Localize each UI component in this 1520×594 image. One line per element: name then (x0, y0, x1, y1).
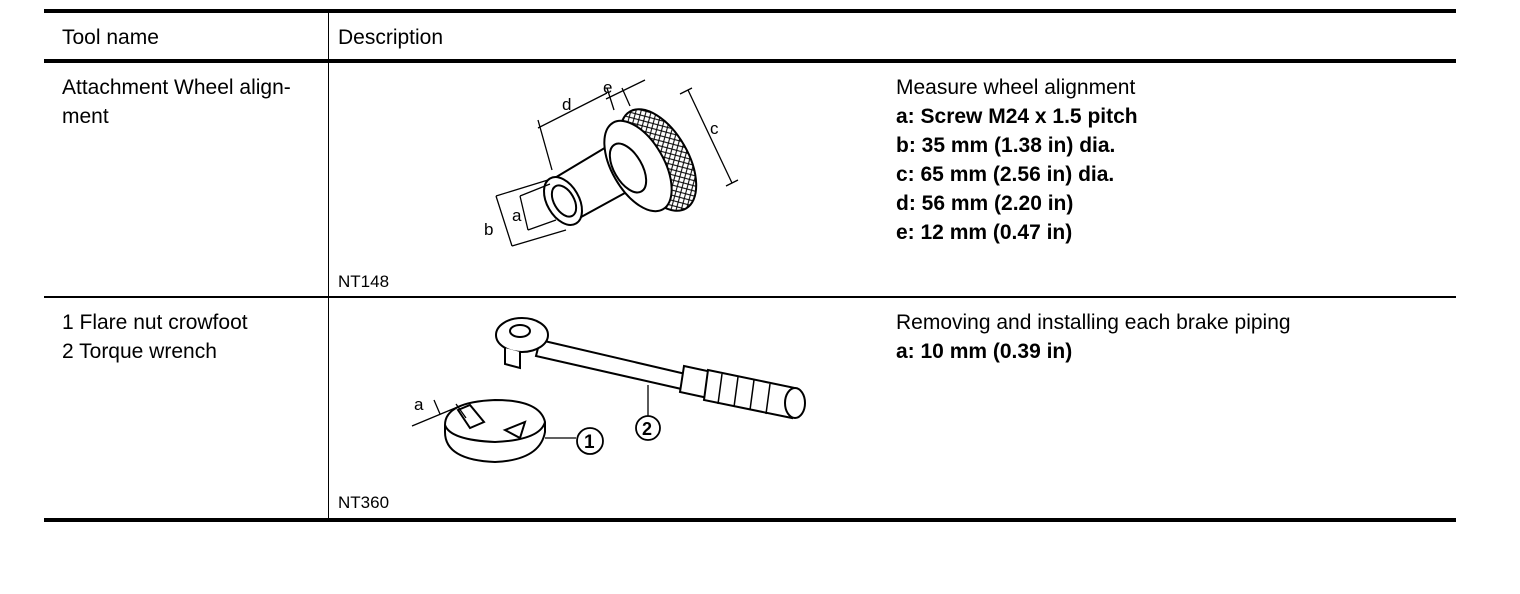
row1-description: Measure wheel alignment (896, 76, 1136, 99)
row1-tool-name-line1: Attachment Wheel align- (62, 76, 291, 99)
table-top-rule (44, 9, 1456, 13)
row2-tool-name-line1: 1 Flare nut crowfoot (62, 311, 248, 334)
header-description: Description (338, 26, 444, 49)
label-a: a (512, 206, 522, 225)
row1-spec-c: c: 65 mm (2.56 in) dia. (896, 163, 1115, 186)
figure-code-nt360: NT360 (338, 493, 390, 512)
row-divider (44, 296, 1456, 298)
column-divider (328, 11, 329, 520)
row2-tool-name-line2: 2 Torque wrench (62, 340, 217, 363)
dimension-lines (495, 79, 739, 247)
label-b: b (484, 220, 493, 239)
attachment-drawing (543, 108, 698, 226)
torque-wrench-drawing (495, 317, 806, 420)
header-tool-name: Tool name (62, 26, 159, 49)
callout-1: 1 (584, 432, 595, 453)
table-bottom-rule (44, 518, 1456, 522)
row1-spec-e: e: 12 mm (0.47 in) (896, 221, 1073, 244)
callout-2: 2 (642, 419, 652, 439)
row2-spec-a: a: 10 mm (0.39 in) (896, 340, 1073, 363)
row1-spec-d: d: 56 mm (2.20 in) (896, 192, 1074, 215)
crowfoot-drawing (444, 398, 546, 464)
figure-code-nt148: NT148 (338, 272, 390, 291)
label-a-crowfoot: a (414, 395, 424, 414)
callout-lines (411, 385, 649, 439)
row1-spec-a: a: Screw M24 x 1.5 pitch (896, 105, 1138, 128)
label-e: e (603, 78, 612, 97)
row2-description: Removing and installing each brake pipin… (896, 311, 1291, 334)
row1-tool-name-line2: ment (62, 105, 109, 128)
label-c: c (710, 119, 719, 138)
row1-spec-b: b: 35 mm (1.38 in) dia. (896, 134, 1116, 157)
header-bottom-rule (44, 59, 1456, 63)
callout-circles (576, 415, 661, 455)
label-d: d (562, 95, 571, 114)
